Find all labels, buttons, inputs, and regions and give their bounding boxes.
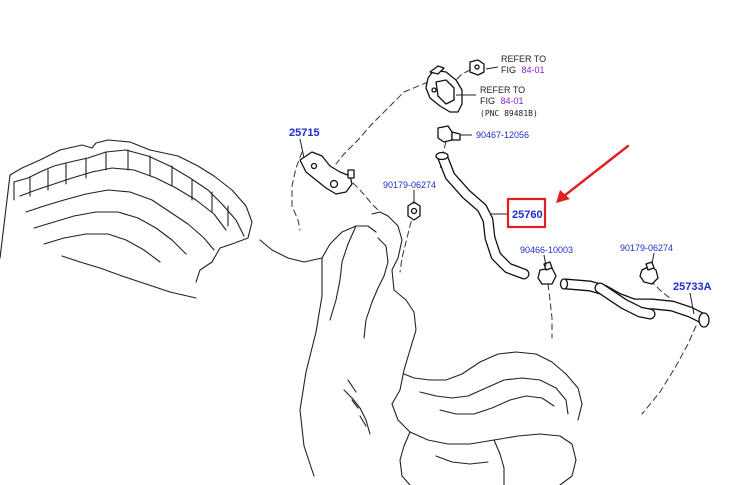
ref1-line2: FIG 84-01 <box>501 65 545 75</box>
highlight-box <box>506 197 547 229</box>
clip-90179-left[interactable] <box>407 201 421 221</box>
leader-lines <box>299 66 695 315</box>
ref1-line1: REFER TO <box>501 54 546 64</box>
ref2-line2: FIG 84-01 <box>480 96 524 106</box>
nut-ref-1[interactable] <box>469 59 485 76</box>
label-25760[interactable]: 25760 <box>512 209 543 221</box>
refer-to-fig-1: REFER TO FIG 84-01 <box>501 54 546 75</box>
ref2-pnc: (PNC 89481B) <box>480 109 538 118</box>
label-90466-10003[interactable]: 90466-10003 <box>520 245 573 255</box>
highlight-arrow <box>556 144 630 203</box>
label-90179-06274-right[interactable]: 90179-06274 <box>620 243 673 253</box>
ref2-fig-prefix: FIG <box>480 96 495 106</box>
bracket-25715[interactable] <box>299 151 355 195</box>
label-90467-12056[interactable]: 90467-12056 <box>476 130 529 140</box>
vacuum-sensor-unit[interactable] <box>425 65 463 113</box>
label-25733a[interactable]: 25733A <box>673 281 712 293</box>
ref2-line1: REFER TO <box>480 85 525 95</box>
ref1-fig-link[interactable]: 84-01 <box>522 65 545 75</box>
hose-25733a[interactable] <box>559 278 710 328</box>
clip-90179-right[interactable] <box>639 261 659 285</box>
bolt-90467[interactable] <box>437 125 461 143</box>
engine-outline <box>0 139 583 485</box>
hose-25760[interactable] <box>435 151 530 280</box>
ref2-fig-link[interactable]: 84-01 <box>501 96 524 106</box>
label-25715[interactable]: 25715 <box>289 127 320 139</box>
clamp-90466[interactable] <box>537 261 557 285</box>
label-90179-06274-left[interactable]: 90179-06274 <box>383 180 436 190</box>
refer-to-fig-2: REFER TO FIG 84-01 (PNC 89481B) <box>480 85 538 118</box>
ref1-fig-prefix: FIG <box>501 65 516 75</box>
